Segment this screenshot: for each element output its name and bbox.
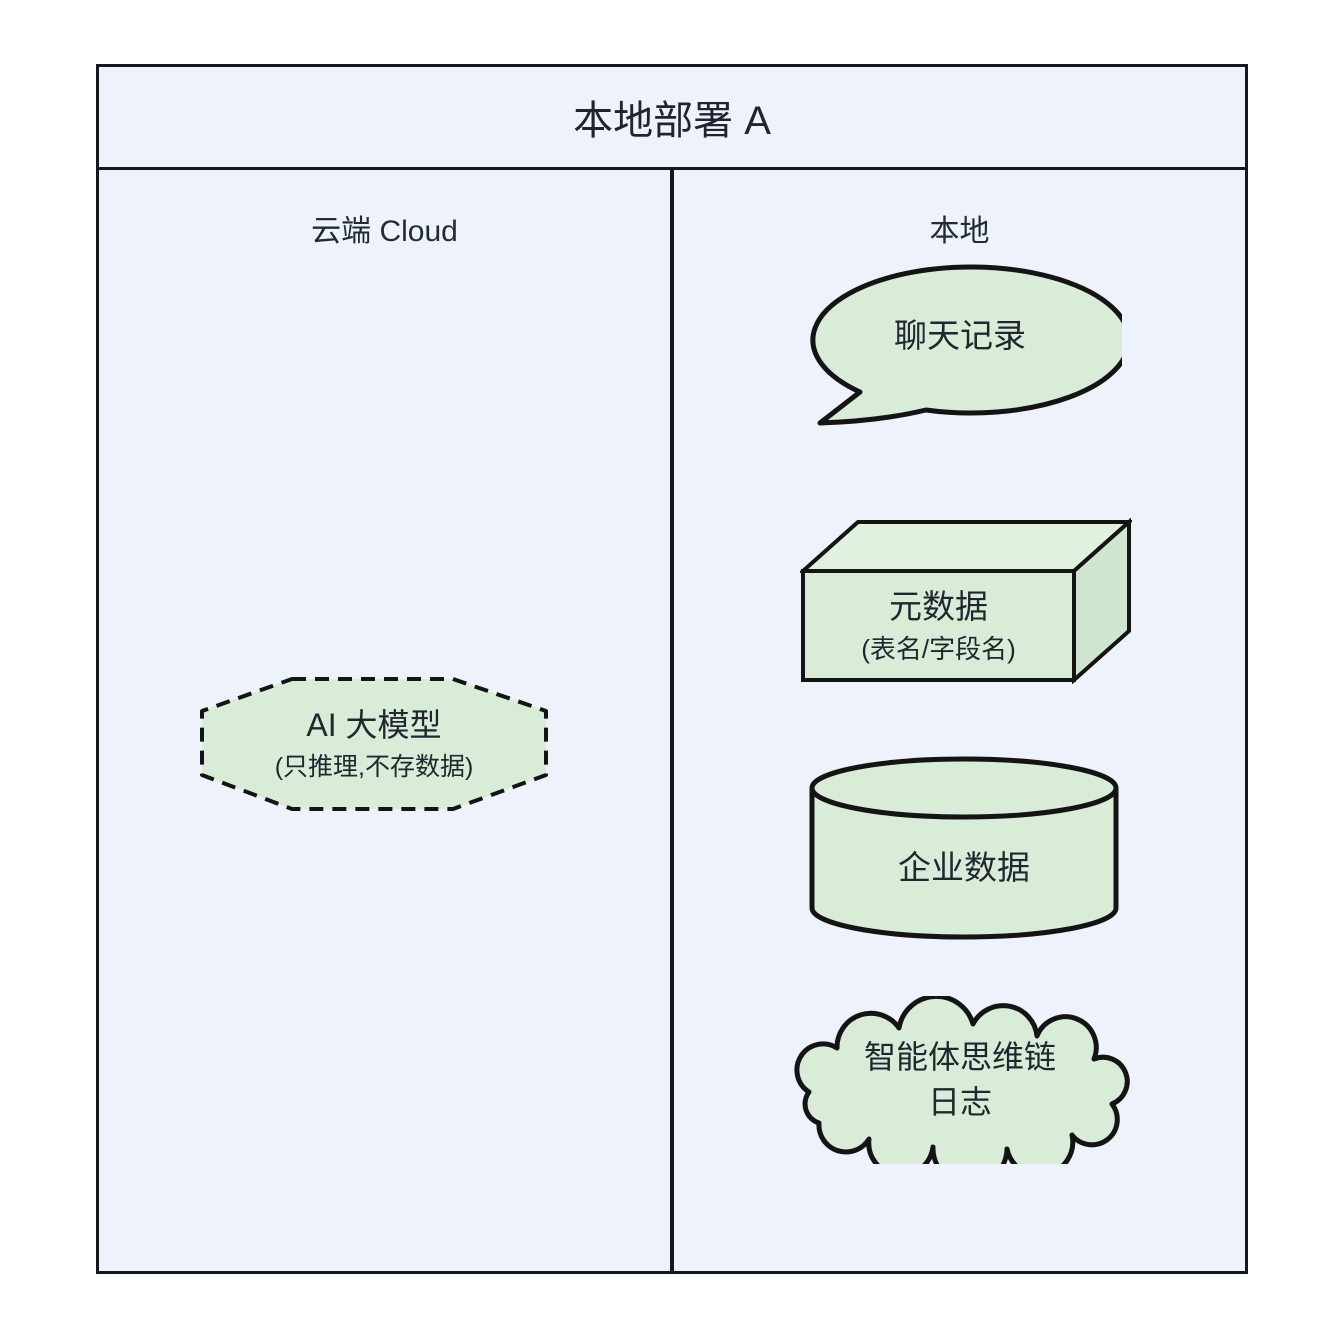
node-chat-history-label: 聊天记录 (798, 260, 1122, 412)
column-cloud: 云端 Cloud (99, 170, 674, 1271)
column-local-header: 本地 (929, 215, 990, 248)
cloud-shape (794, 996, 1130, 1164)
node-ai-model-subtitle: (只推理,不存数据) (274, 752, 474, 781)
node-ai-model: AI 大模型 (只推理,不存数据) (198, 675, 550, 813)
node-agent-cot-log-label: 智能体思维链 日志 (781, 996, 1139, 1164)
node-metadata-label: 元数据 (表名/字段名) (803, 571, 1074, 680)
node-chat-history: 聊天记录 (798, 260, 1122, 428)
node-metadata-title: 元数据 (889, 587, 988, 625)
node-agent-cot-log: 智能体思维链 日志 (781, 996, 1139, 1164)
node-ai-model-title: AI 大模型 (306, 707, 442, 744)
panel-title-bar: 本地部署 A (99, 67, 1245, 170)
node-enterprise-data: 企业数据 (808, 755, 1120, 943)
column-local: 本地 (674, 170, 1245, 1271)
swimlane-columns: 云端 Cloud 本地 (99, 170, 1245, 1271)
node-ai-model-label: AI 大模型 (只推理,不存数据) (198, 675, 550, 813)
panel-title: 本地部署 A (573, 99, 771, 143)
speech-bubble-shape (810, 264, 1122, 426)
node-chat-history-title: 聊天记录 (894, 316, 1026, 354)
node-enterprise-data-title: 企业数据 (898, 848, 1030, 886)
cuboid-shape (800, 518, 1132, 684)
node-enterprise-data-label: 企业数据 (808, 803, 1120, 933)
column-cloud-header: 云端 Cloud (311, 215, 458, 248)
dashed-octagon-shape (200, 677, 548, 811)
node-agent-cot-log-title-line2: 日志 (927, 1084, 992, 1120)
node-agent-cot-log-title: 智能体思维链 (863, 1038, 1056, 1075)
node-metadata: 元数据 (表名/字段名) (800, 518, 1132, 684)
database-cylinder-shape (809, 756, 1119, 940)
node-metadata-subtitle: (表名/字段名) (861, 634, 1016, 665)
